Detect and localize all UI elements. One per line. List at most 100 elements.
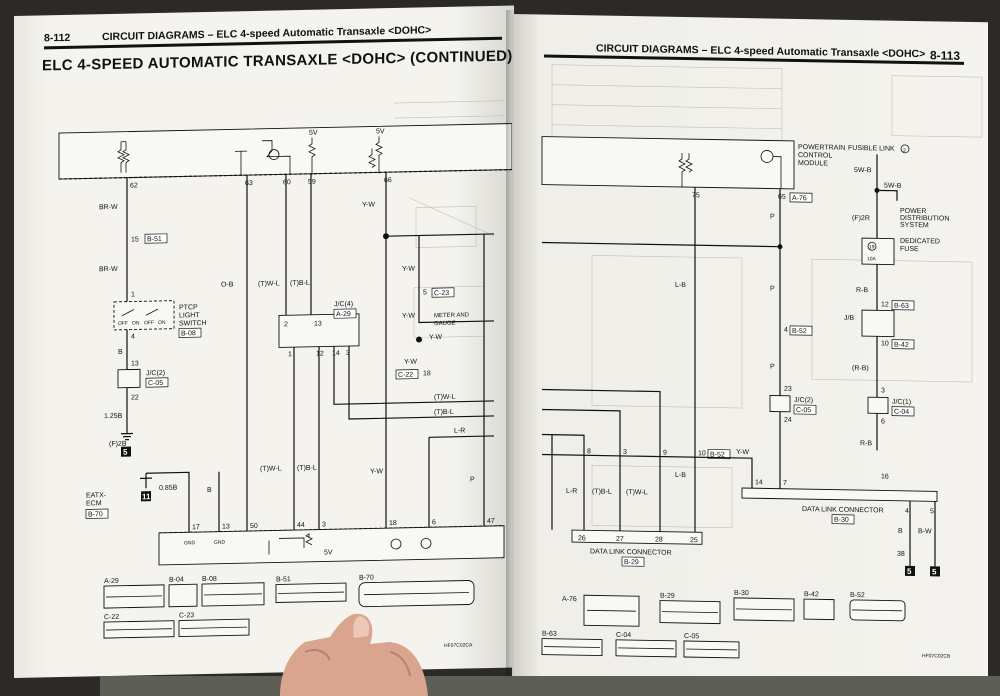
connector-ref: B-52 — [710, 451, 725, 458]
powertrain-control-module — [541, 136, 795, 190]
connector-ref: B-70 — [88, 511, 103, 518]
transistor-icon — [390, 538, 402, 550]
connector-ref: A-76 — [792, 195, 807, 202]
ground-number: 5 — [932, 567, 937, 576]
connector-ref: B-51 — [147, 236, 162, 243]
switch-state-label: OFF — [144, 320, 154, 326]
connector-ref: A-76 — [562, 596, 577, 603]
connector-ref: B-51 — [276, 576, 291, 583]
connector-pin-label: 3 — [623, 449, 627, 456]
wire-color-label: Y-W — [736, 449, 749, 456]
resistor-icon — [678, 152, 686, 187]
connector-ref: C-23 — [434, 290, 449, 297]
switch-state-label: OFF — [118, 321, 128, 327]
connector-pin-label: 16 — [881, 473, 889, 480]
connector-ref: B-29 — [624, 559, 639, 566]
wiring-diagram-left: 5V 5V 62 63 60 59 66 BR-W 15 B-51 BR-W 1… — [58, 100, 513, 649]
connector-ref: B-29 — [660, 593, 675, 600]
wire-color-label: (T)W-L — [258, 280, 280, 287]
connector-pin-label: 3 — [346, 350, 350, 357]
terminal-label: 65 — [778, 194, 786, 201]
faded-background-print — [551, 64, 983, 529]
connector-ref: B-52 — [792, 328, 807, 335]
connector-pin-label: 12 — [316, 351, 324, 358]
wire-color-label: BR-W — [99, 204, 118, 211]
wire-color-label: B — [118, 349, 123, 356]
ground-number: 11 — [142, 492, 151, 501]
connector-pin-label: 22 — [131, 394, 139, 401]
wire-color-label: R-B — [856, 287, 868, 294]
transistor-icon — [262, 140, 291, 175]
connector-ref: B-63 — [542, 631, 557, 638]
component-label: POWER — [900, 208, 926, 215]
connector-ref: C-05 — [684, 633, 699, 640]
junction-block — [861, 309, 895, 338]
terminal-label: 17 — [192, 524, 200, 531]
connector-diagrams-right — [541, 594, 906, 659]
connector-ref: B-30 — [834, 517, 849, 524]
fuse-number: 19 — [869, 244, 875, 250]
component-label: J/C(2) — [794, 397, 813, 404]
wire-color-label: O-B — [221, 281, 234, 288]
connector-pin-label: 8 — [587, 448, 591, 455]
wire-label: (F)2R — [852, 215, 870, 222]
wire-color-label: Y-W — [362, 201, 375, 208]
left-page: 8-112 CIRCUIT DIAGRAMS – ELC 4-speed Aut… — [14, 5, 514, 679]
connector-pin-label: 13 — [314, 321, 322, 328]
connector-pin-label: 2 — [284, 321, 288, 328]
ground-number: 5 — [123, 448, 128, 457]
wire-color-label: 5W-B — [854, 167, 872, 174]
wire-color-label: BR-W — [99, 266, 118, 273]
connector-ref: C-04 — [894, 409, 909, 416]
terminal-label: 27 — [616, 536, 624, 543]
terminal-label: 59 — [308, 179, 316, 186]
component-label: DEDICATED — [900, 238, 940, 246]
terminal-label: 62 — [130, 182, 138, 189]
wire-color-label: (T)W-L — [260, 465, 282, 472]
ground-number: 5 — [907, 567, 912, 576]
wire-color-label: L-R — [566, 488, 577, 495]
component-label: DATA LINK CONNECTOR — [590, 548, 672, 556]
wire-color-label: Y-W — [370, 468, 383, 475]
data-link-connector-b29 — [571, 529, 703, 545]
wire-color-label: P — [470, 476, 475, 483]
ground-point-5 — [121, 446, 131, 457]
voltage-label: 5V — [376, 128, 385, 135]
component-label: PTCP — [179, 304, 198, 311]
component-label: SYSTEM — [900, 222, 929, 230]
connector-pin-label: 38 — [897, 551, 905, 558]
wire-color-label: P — [770, 364, 775, 371]
terminal-label: 63 — [245, 180, 253, 187]
switch-state-label: ON — [158, 320, 166, 326]
right-page: CIRCUIT DIAGRAMS – ELC 4-speed Automatic… — [512, 14, 988, 691]
terminal-label: 13 — [222, 523, 230, 530]
connector-ref: B-42 — [894, 342, 909, 349]
wire-color-label: R-B — [860, 440, 872, 447]
terminal-label: 66 — [384, 177, 392, 184]
ground-point-11 — [141, 491, 151, 502]
terminal-label: 25 — [690, 537, 698, 544]
data-link-connector-b30 — [741, 487, 938, 502]
connector-ref: B-30 — [734, 590, 749, 597]
table-surface — [100, 676, 1000, 696]
connector-ref: A-29 — [336, 311, 351, 318]
component-label: METER AND — [434, 312, 470, 319]
wire-color-label: Y-W — [404, 359, 417, 366]
connector-pin-label: 4 — [905, 508, 909, 515]
component-label: J/B — [844, 315, 854, 322]
resistor-icon — [268, 533, 313, 555]
connector-ref: B-08 — [181, 330, 196, 337]
connector-pin-label: 1 — [131, 291, 135, 298]
ptcp-light-switch — [113, 300, 175, 331]
wire-color-label: (T)B-L — [592, 488, 612, 495]
terminal-label: 50 — [250, 523, 258, 530]
component-label: FUSIBLE LINK — [848, 145, 895, 153]
wire-color-label: 0.85B — [159, 485, 178, 492]
wire-label: (F)2B — [109, 441, 127, 448]
wire-color-label: (T)B-L — [290, 280, 310, 287]
component-label: POWERTRAIN — [798, 144, 845, 152]
connector-ref: C-05 — [148, 380, 163, 387]
terminal-label: 18 — [389, 520, 397, 527]
junction-connector-2 — [117, 368, 141, 389]
wire-color-label: B — [898, 528, 903, 535]
